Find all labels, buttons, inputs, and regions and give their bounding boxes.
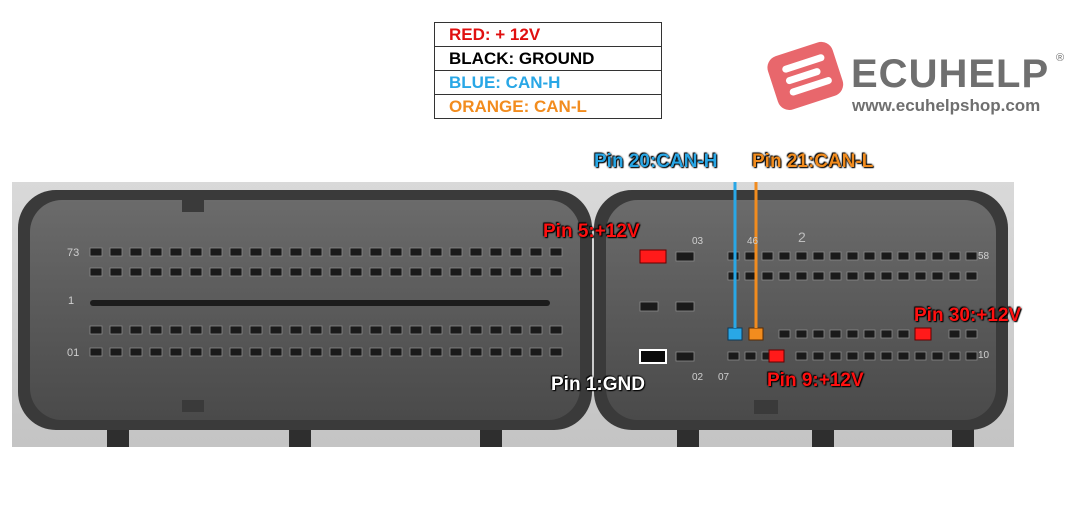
pin1-marker xyxy=(639,349,667,364)
label-02: 02 xyxy=(692,372,704,383)
callout-pin1-gnd: Pin 1:GND xyxy=(551,374,645,395)
ecu-connector-image: 73 01 1 03 46 58 02 07 10 xyxy=(12,182,1014,447)
callout-pin20-can-h: Pin 20:CAN-H xyxy=(594,151,718,172)
legend-red: RED: + 12V xyxy=(435,23,661,47)
pin21-marker xyxy=(748,327,764,341)
label-73: 73 xyxy=(67,247,79,259)
logo-url: www.ecuhelpshop.com xyxy=(852,96,1041,115)
callout-pin9-12v: Pin 9:+12V xyxy=(767,370,864,391)
label-10: 10 xyxy=(978,350,990,361)
pin30-marker xyxy=(914,327,932,341)
legend-orange: ORANGE: CAN-L xyxy=(449,97,587,116)
callout-pin30-12v: Pin 30:+12V xyxy=(914,305,1022,326)
pin20-marker xyxy=(727,327,743,341)
label-03: 03 xyxy=(692,236,704,247)
ecuhelp-logo-icon xyxy=(767,41,844,110)
callout-pin5-12v: Pin 5:+12V xyxy=(543,221,640,242)
label-58: 58 xyxy=(978,251,990,262)
left-pin-rows xyxy=(89,247,563,357)
callout-pin21-can-l: Pin 21:CAN-L xyxy=(752,151,874,172)
label-07: 07 xyxy=(718,372,730,383)
label-46: 46 xyxy=(747,236,759,247)
legend-blue: BLUE: CAN-H xyxy=(435,71,661,95)
left-block-label: 1 xyxy=(68,295,74,307)
pin5-marker xyxy=(639,249,667,264)
right-block-label: 2 xyxy=(798,229,806,245)
label-01: 01 xyxy=(67,347,79,359)
legend-black: BLACK: GROUND xyxy=(435,47,661,71)
pin9-marker xyxy=(768,349,785,363)
logo-name: ECUHELP xyxy=(851,52,1050,96)
color-legend: RED: + 12V BLACK: GROUND BLUE: CAN-H ORA… xyxy=(434,22,662,119)
registered-mark: ® xyxy=(1056,52,1065,64)
